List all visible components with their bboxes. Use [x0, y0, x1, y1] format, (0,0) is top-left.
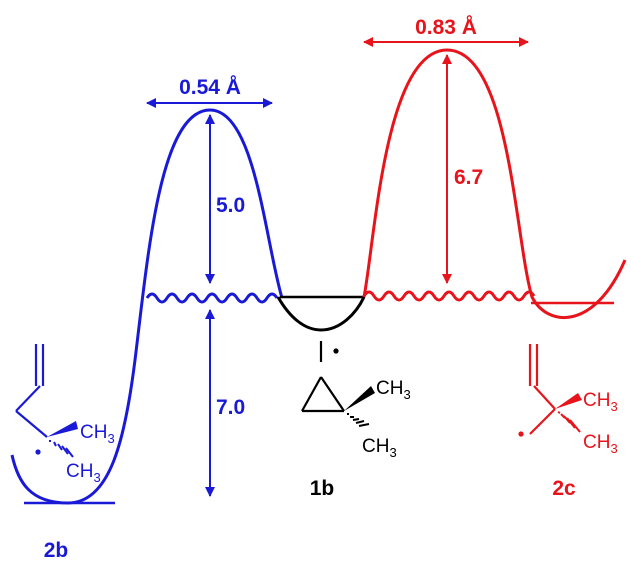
left-tunneling-wavy-line	[145, 292, 279, 304]
left-depth-label: 7.0	[216, 396, 245, 419]
right-tunneling-wavy-line	[362, 290, 536, 302]
left-hash-bond	[49, 440, 74, 458]
center-methyl-upper: CH3	[376, 378, 411, 402]
center-molecule	[301, 341, 345, 413]
left-methyl-lower: CH3	[66, 461, 101, 485]
right-methyl-upper: CH3	[583, 390, 618, 414]
left-width-label: 0.54 Å	[179, 75, 241, 99]
center-compound-label: 1b	[310, 477, 335, 500]
right-barrier-label: 6.7	[454, 166, 483, 189]
center-methyl-lower: CH3	[362, 436, 397, 460]
left-compound-label: 2b	[44, 539, 69, 562]
left-radical-dot	[35, 449, 41, 455]
right-compound-label: 2c	[552, 477, 576, 500]
left-molecule	[15, 344, 48, 438]
right-radical-dot	[518, 431, 524, 437]
right-wedge-bond	[555, 393, 582, 409]
right-width-label: 0.83 Å	[415, 15, 477, 39]
center-hash-bond	[347, 413, 370, 427]
left-potential-curve	[10, 108, 284, 505]
center-potential-well	[276, 296, 366, 332]
center-wedge-bond	[344, 386, 375, 411]
left-wedge-bond	[47, 421, 78, 437]
right-methyl-lower: CH3	[583, 432, 618, 456]
left-methyl-upper: CH3	[80, 422, 115, 446]
left-barrier-label: 5.0	[216, 194, 245, 217]
right-potential-curve	[362, 48, 627, 319]
right-hash-bond	[557, 411, 581, 433]
center-radical-dot	[333, 348, 339, 354]
right-molecule	[528, 344, 556, 435]
